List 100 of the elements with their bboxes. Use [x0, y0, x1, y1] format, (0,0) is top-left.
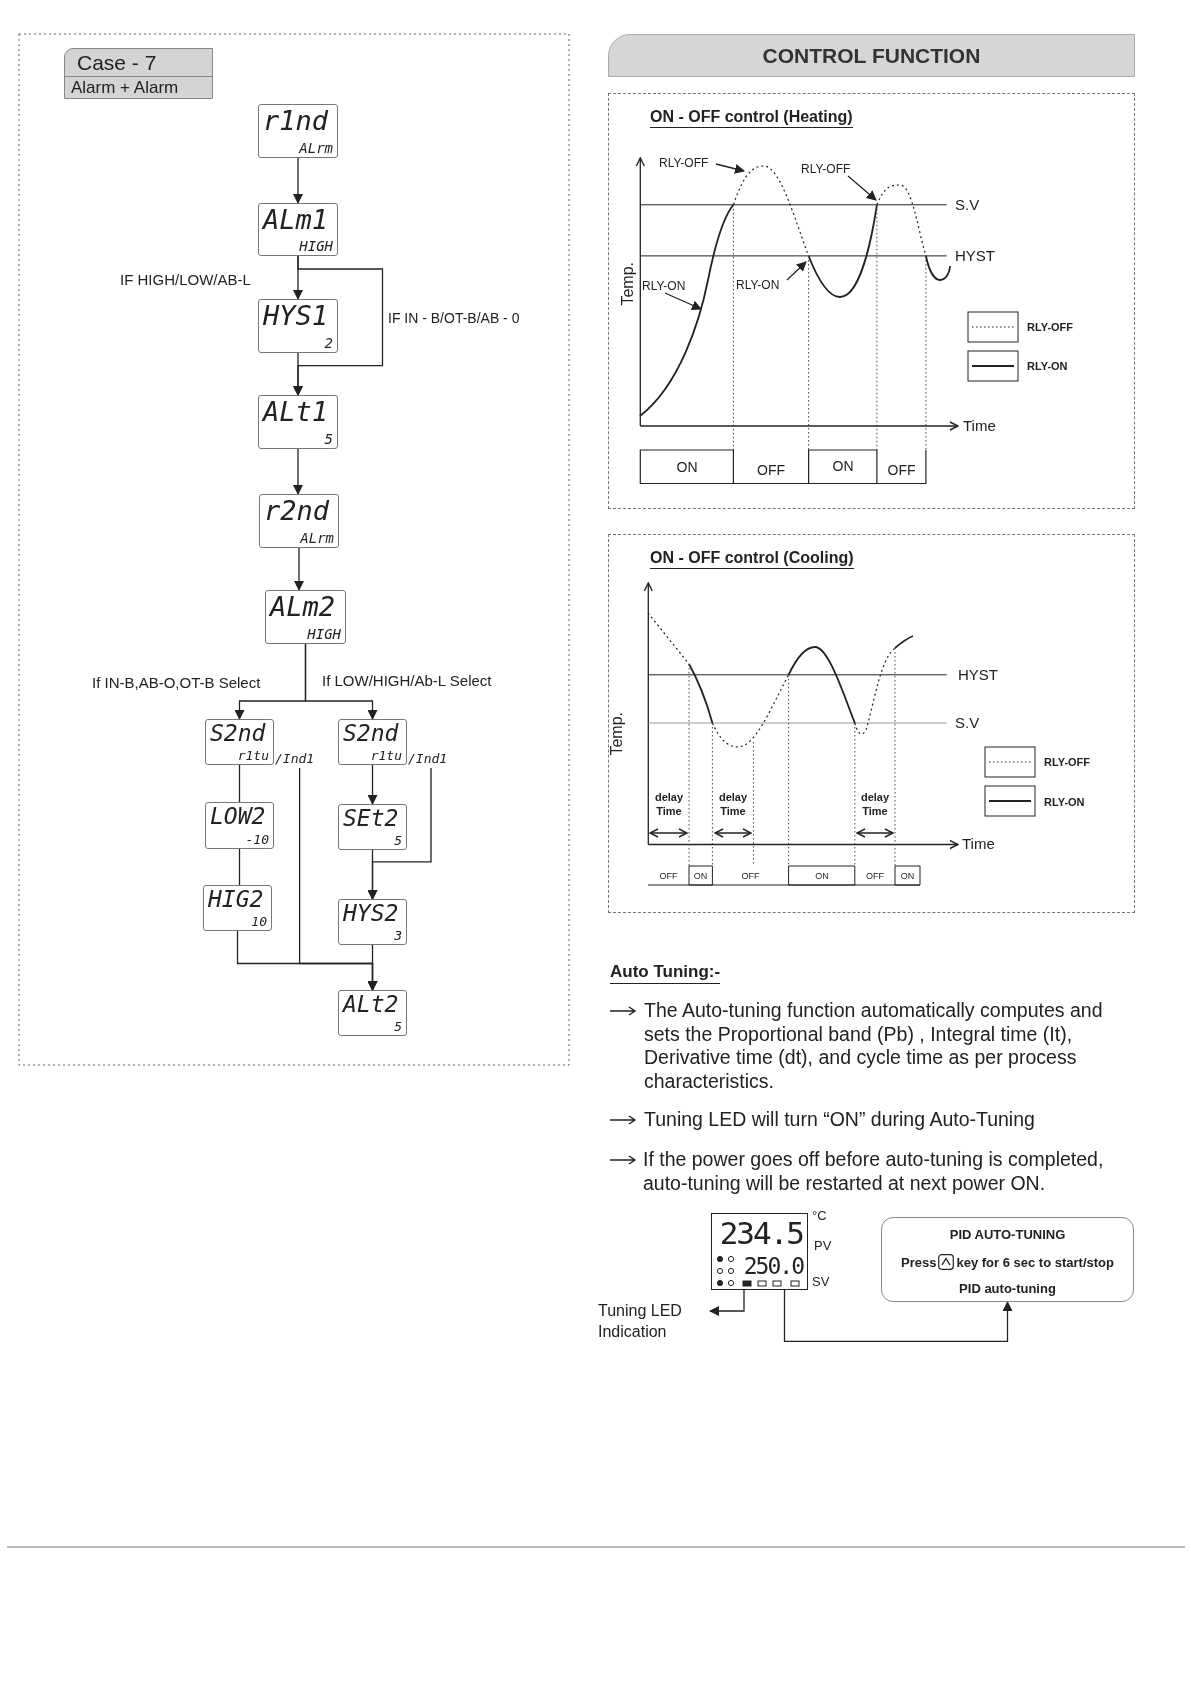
callout-label: RLY-OFF — [659, 155, 717, 171]
delay-label: delay Time — [717, 790, 749, 818]
display-value: ALrm — [300, 530, 334, 546]
bullet-text: If the power goes off before auto-tuning is completed, auto-tuning will be restarted at next power ON. — [643, 1148, 1105, 1195]
lcd-display-box — [258, 299, 338, 353]
lcd-display-box — [203, 885, 272, 931]
line-label: Time — [963, 417, 996, 435]
lcd-display-box — [338, 899, 407, 945]
callout-label: RLY-OFF — [801, 161, 861, 177]
display-value: ALrm — [299, 140, 333, 156]
relay-state-label: ON — [899, 870, 916, 883]
arrow — [367, 944, 378, 991]
delay-label: delay Time — [859, 790, 891, 818]
relay-state-label: ON — [692, 870, 709, 883]
line-label: S.V — [955, 714, 980, 732]
legend-label: RLY-ON — [1044, 795, 1085, 810]
lcd-display-box — [258, 104, 338, 158]
display-value: 2 — [324, 335, 333, 351]
line-label: S.V — [955, 196, 980, 214]
display-code: HYS1 — [263, 301, 329, 330]
display-code: r1nd — [263, 106, 329, 135]
relay-state-label: ON — [814, 870, 830, 883]
tab-subtitle: Alarm + Alarm — [71, 78, 179, 97]
display-suffix: /Ind1 — [408, 751, 448, 767]
display-value: 10 — [251, 914, 267, 929]
arrow — [709, 1289, 745, 1316]
delay-label: delay Time — [653, 790, 685, 818]
legend-label: RLY-OFF — [1044, 755, 1091, 770]
line-label: HYST — [958, 666, 998, 684]
tab-title: Case - 7 — [77, 50, 157, 76]
arrow — [786, 261, 807, 281]
controller-display — [711, 1213, 808, 1290]
callout-label: RLY-ON — [642, 278, 694, 294]
lcd-display-box — [205, 802, 274, 849]
display-code: LOW2 — [210, 804, 266, 829]
display-reading: 234.5 — [719, 1214, 803, 1252]
lcd-display-box — [259, 494, 339, 548]
display-code: SEt2 — [343, 806, 399, 831]
display-code: ALt2 — [343, 992, 399, 1017]
display-code: HIG2 — [208, 887, 264, 912]
relay-state-label: OFF — [886, 461, 917, 479]
display-value: HIGH — [307, 626, 341, 642]
annotation-text: Tuning LED Indication — [598, 1300, 710, 1346]
display-code: r2nd — [264, 496, 330, 525]
instruction-text: Press — [901, 1255, 937, 1270]
display-value: r1tu — [237, 748, 269, 763]
display-tag: °C — [812, 1208, 827, 1224]
relay-state-label: OFF — [865, 870, 885, 883]
display-code: ALm2 — [270, 592, 336, 621]
chart-panel — [608, 93, 1135, 509]
arrow — [304, 643, 378, 720]
lcd-display-box — [258, 203, 338, 256]
display-value: HIGH — [299, 238, 333, 254]
callout-label: RLY-ON — [736, 277, 788, 293]
section-heading: Auto Tuning:- — [610, 961, 721, 984]
display-value: 3 — [394, 928, 402, 943]
lcd-display-box — [338, 804, 407, 850]
lcd-display-box — [205, 719, 274, 765]
arrow — [293, 157, 303, 204]
tab-label — [64, 48, 213, 99]
arrow — [367, 764, 378, 805]
section-header: CONTROL FUNCTION — [608, 34, 1135, 77]
chart-title: ON - OFF control (Cooling) — [650, 548, 854, 569]
chart-panel — [608, 534, 1135, 913]
box-title: PID AUTO-TUNING — [948, 1226, 1067, 1244]
legend-label: RLY-ON — [1027, 359, 1068, 374]
arrow — [293, 448, 303, 495]
bullet-text: Tuning LED will turn “ON” during Auto-Tuning — [644, 1108, 1036, 1132]
lcd-display-box — [265, 590, 346, 644]
display-code: S2nd — [343, 721, 399, 746]
display-value: 5 — [394, 1019, 402, 1034]
display-value: 5 — [394, 833, 402, 848]
relay-state-label: OFF — [658, 870, 679, 883]
axis-label: Temp. — [607, 712, 626, 756]
display-code: ALm1 — [263, 205, 329, 234]
display-tag: PV — [814, 1238, 832, 1254]
display-value: 5 — [324, 431, 333, 447]
display-suffix: /Ind1 — [275, 751, 315, 767]
lcd-display-box — [338, 719, 407, 765]
edge-label: If IN-B,AB-O,OT-B Select — [92, 674, 261, 692]
bullet-text: The Auto-tuning function automatically computes and sets the Proportional band (Pb) , Integral time (It), Derivative time (dt), and cycle time as per process characteristics. — [644, 999, 1104, 1093]
relay-state-label: ON — [675, 458, 699, 476]
chart-title: ON - OFF control (Heating) — [650, 107, 853, 128]
display-value: r1tu — [370, 748, 402, 763]
relay-state-label: OFF — [740, 870, 761, 883]
arrow — [783, 1289, 1013, 1343]
instruction-text: key for 6 sec to start/stop PID auto-tuning — [956, 1255, 1114, 1296]
instruction-box — [881, 1217, 1134, 1302]
legend-label: RLY-OFF — [1027, 320, 1074, 335]
lcd-display-box — [258, 395, 338, 449]
arrow — [293, 352, 303, 396]
display-reading: 250.0 — [743, 1252, 803, 1280]
line-label: Time — [962, 835, 995, 853]
relay-state-label: OFF — [756, 461, 786, 479]
arrow — [367, 849, 378, 900]
arrow — [847, 175, 877, 201]
display-code: HYS2 — [343, 901, 399, 926]
arrow — [294, 547, 304, 591]
display-tag: SV — [812, 1274, 830, 1290]
axis-label: Temp. — [618, 262, 637, 306]
